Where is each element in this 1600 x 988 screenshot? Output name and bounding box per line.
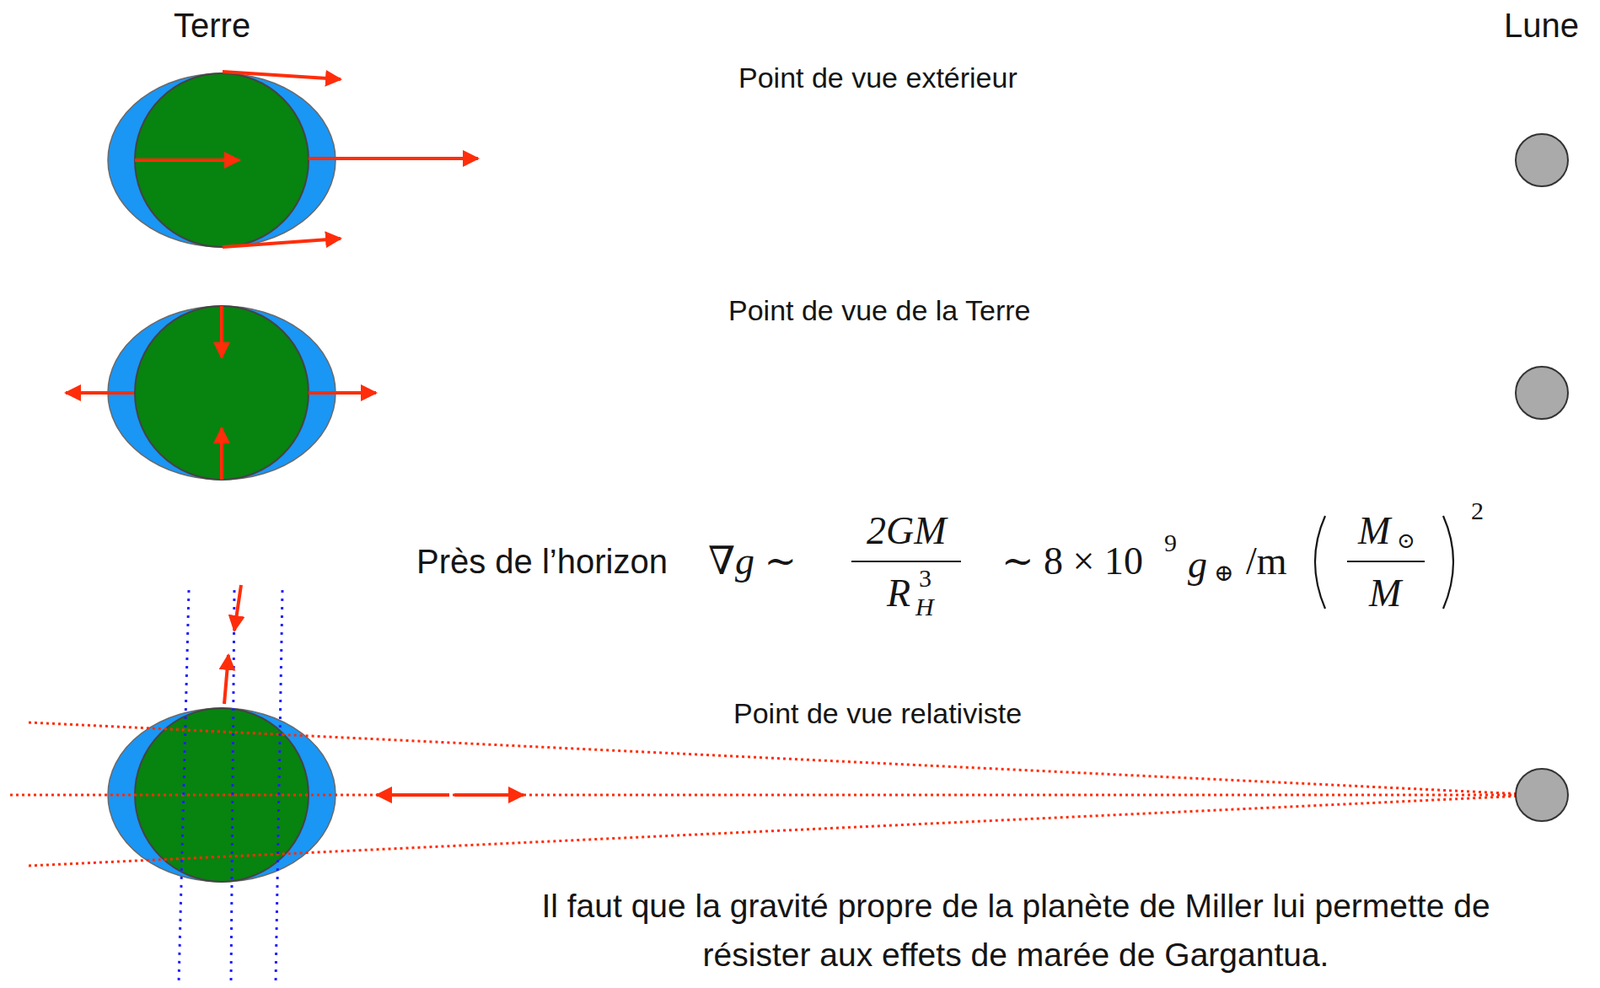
formula-term: M: [1369, 571, 1402, 617]
moon: [1515, 134, 1568, 187]
view-title: Point de vue extérieur: [738, 61, 1018, 95]
formula-term: ∇g ∼: [708, 539, 797, 585]
tidal-arrows: [65, 306, 376, 480]
formula-term: R: [886, 571, 911, 617]
formula-subscript: ⊙: [1396, 528, 1416, 554]
view-title: Point de vue relativiste: [733, 697, 1022, 731]
force-arrows: [134, 71, 478, 247]
formula-exponent: 2: [1471, 496, 1484, 527]
transverse-geodesics: [178, 590, 283, 983]
formula-exponent: 3: [918, 563, 932, 594]
formula-subscript: H: [915, 592, 935, 623]
formula-term: M: [1358, 509, 1391, 554]
view-title: Point de vue de la Terre: [728, 294, 1031, 328]
note: Il faut que la gravité propre de la plan…: [501, 881, 1531, 980]
geodesics: [10, 722, 1542, 866]
earth-external: [107, 73, 336, 247]
formula-term: ∼ 8 × 10: [1001, 539, 1144, 585]
body-label: Lune: [1503, 5, 1579, 45]
formula-exponent: 9: [1164, 528, 1177, 559]
formula-term: /m: [1245, 539, 1288, 585]
moon: [1515, 366, 1568, 419]
moon: [1515, 768, 1568, 822]
formula-intro: Près de l’horizon: [416, 542, 668, 581]
formula-term: 2GM: [866, 509, 947, 554]
body-label: Terre: [173, 5, 251, 45]
earth-frame: [107, 306, 336, 480]
formula-term: g: [1187, 542, 1208, 588]
formula-subscript: ⊕: [1213, 559, 1234, 587]
tidal-arrows: [224, 585, 524, 795]
